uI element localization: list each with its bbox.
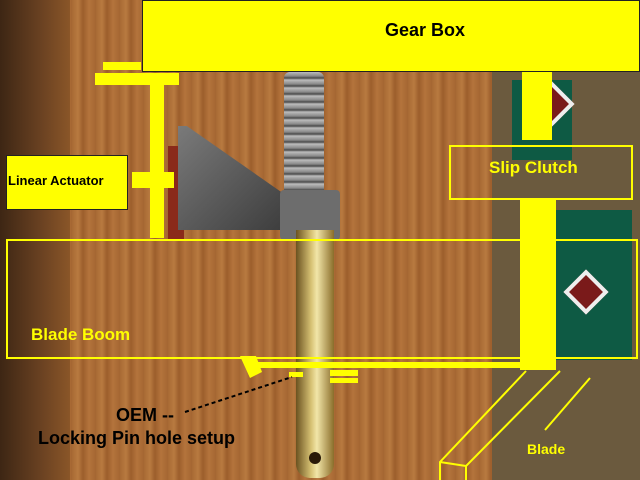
hole-mark (289, 372, 303, 377)
plate-bar (103, 62, 141, 70)
oem-label: OEM -- (116, 405, 174, 425)
blade-boom-label: Blade Boom (31, 325, 131, 344)
gear-box-box (142, 0, 640, 72)
hole-mark (240, 356, 262, 378)
clutch-shaft-lower (520, 200, 556, 370)
clutch-shaft-upper (522, 72, 552, 140)
gear-box-label: Gear Box (385, 20, 466, 40)
boom-bottom-bar (256, 362, 526, 368)
actuator-rod-joint (132, 172, 174, 188)
coil-spring (284, 72, 324, 202)
oem-pointer (184, 376, 293, 413)
blade-boom-box (6, 239, 638, 359)
plate-bar (95, 73, 179, 85)
linear-actuator-label: Linear Actuator (8, 173, 104, 188)
locking-pin (296, 230, 334, 478)
slip-clutch-label: Slip Clutch (489, 158, 578, 177)
pin-hole (309, 452, 321, 464)
blade-edge (544, 377, 591, 431)
blade-label: Blade (527, 441, 566, 457)
actuator-rod (150, 84, 164, 238)
hole-mark (330, 370, 358, 376)
slip-clutch-box (449, 145, 633, 200)
hole-mark (330, 378, 358, 383)
blade-edge (465, 370, 561, 480)
rug (492, 70, 640, 480)
linear-actuator-box (6, 155, 128, 210)
blade-edge (439, 461, 467, 467)
locking-pin-label: Locking Pin hole setup (38, 428, 236, 448)
